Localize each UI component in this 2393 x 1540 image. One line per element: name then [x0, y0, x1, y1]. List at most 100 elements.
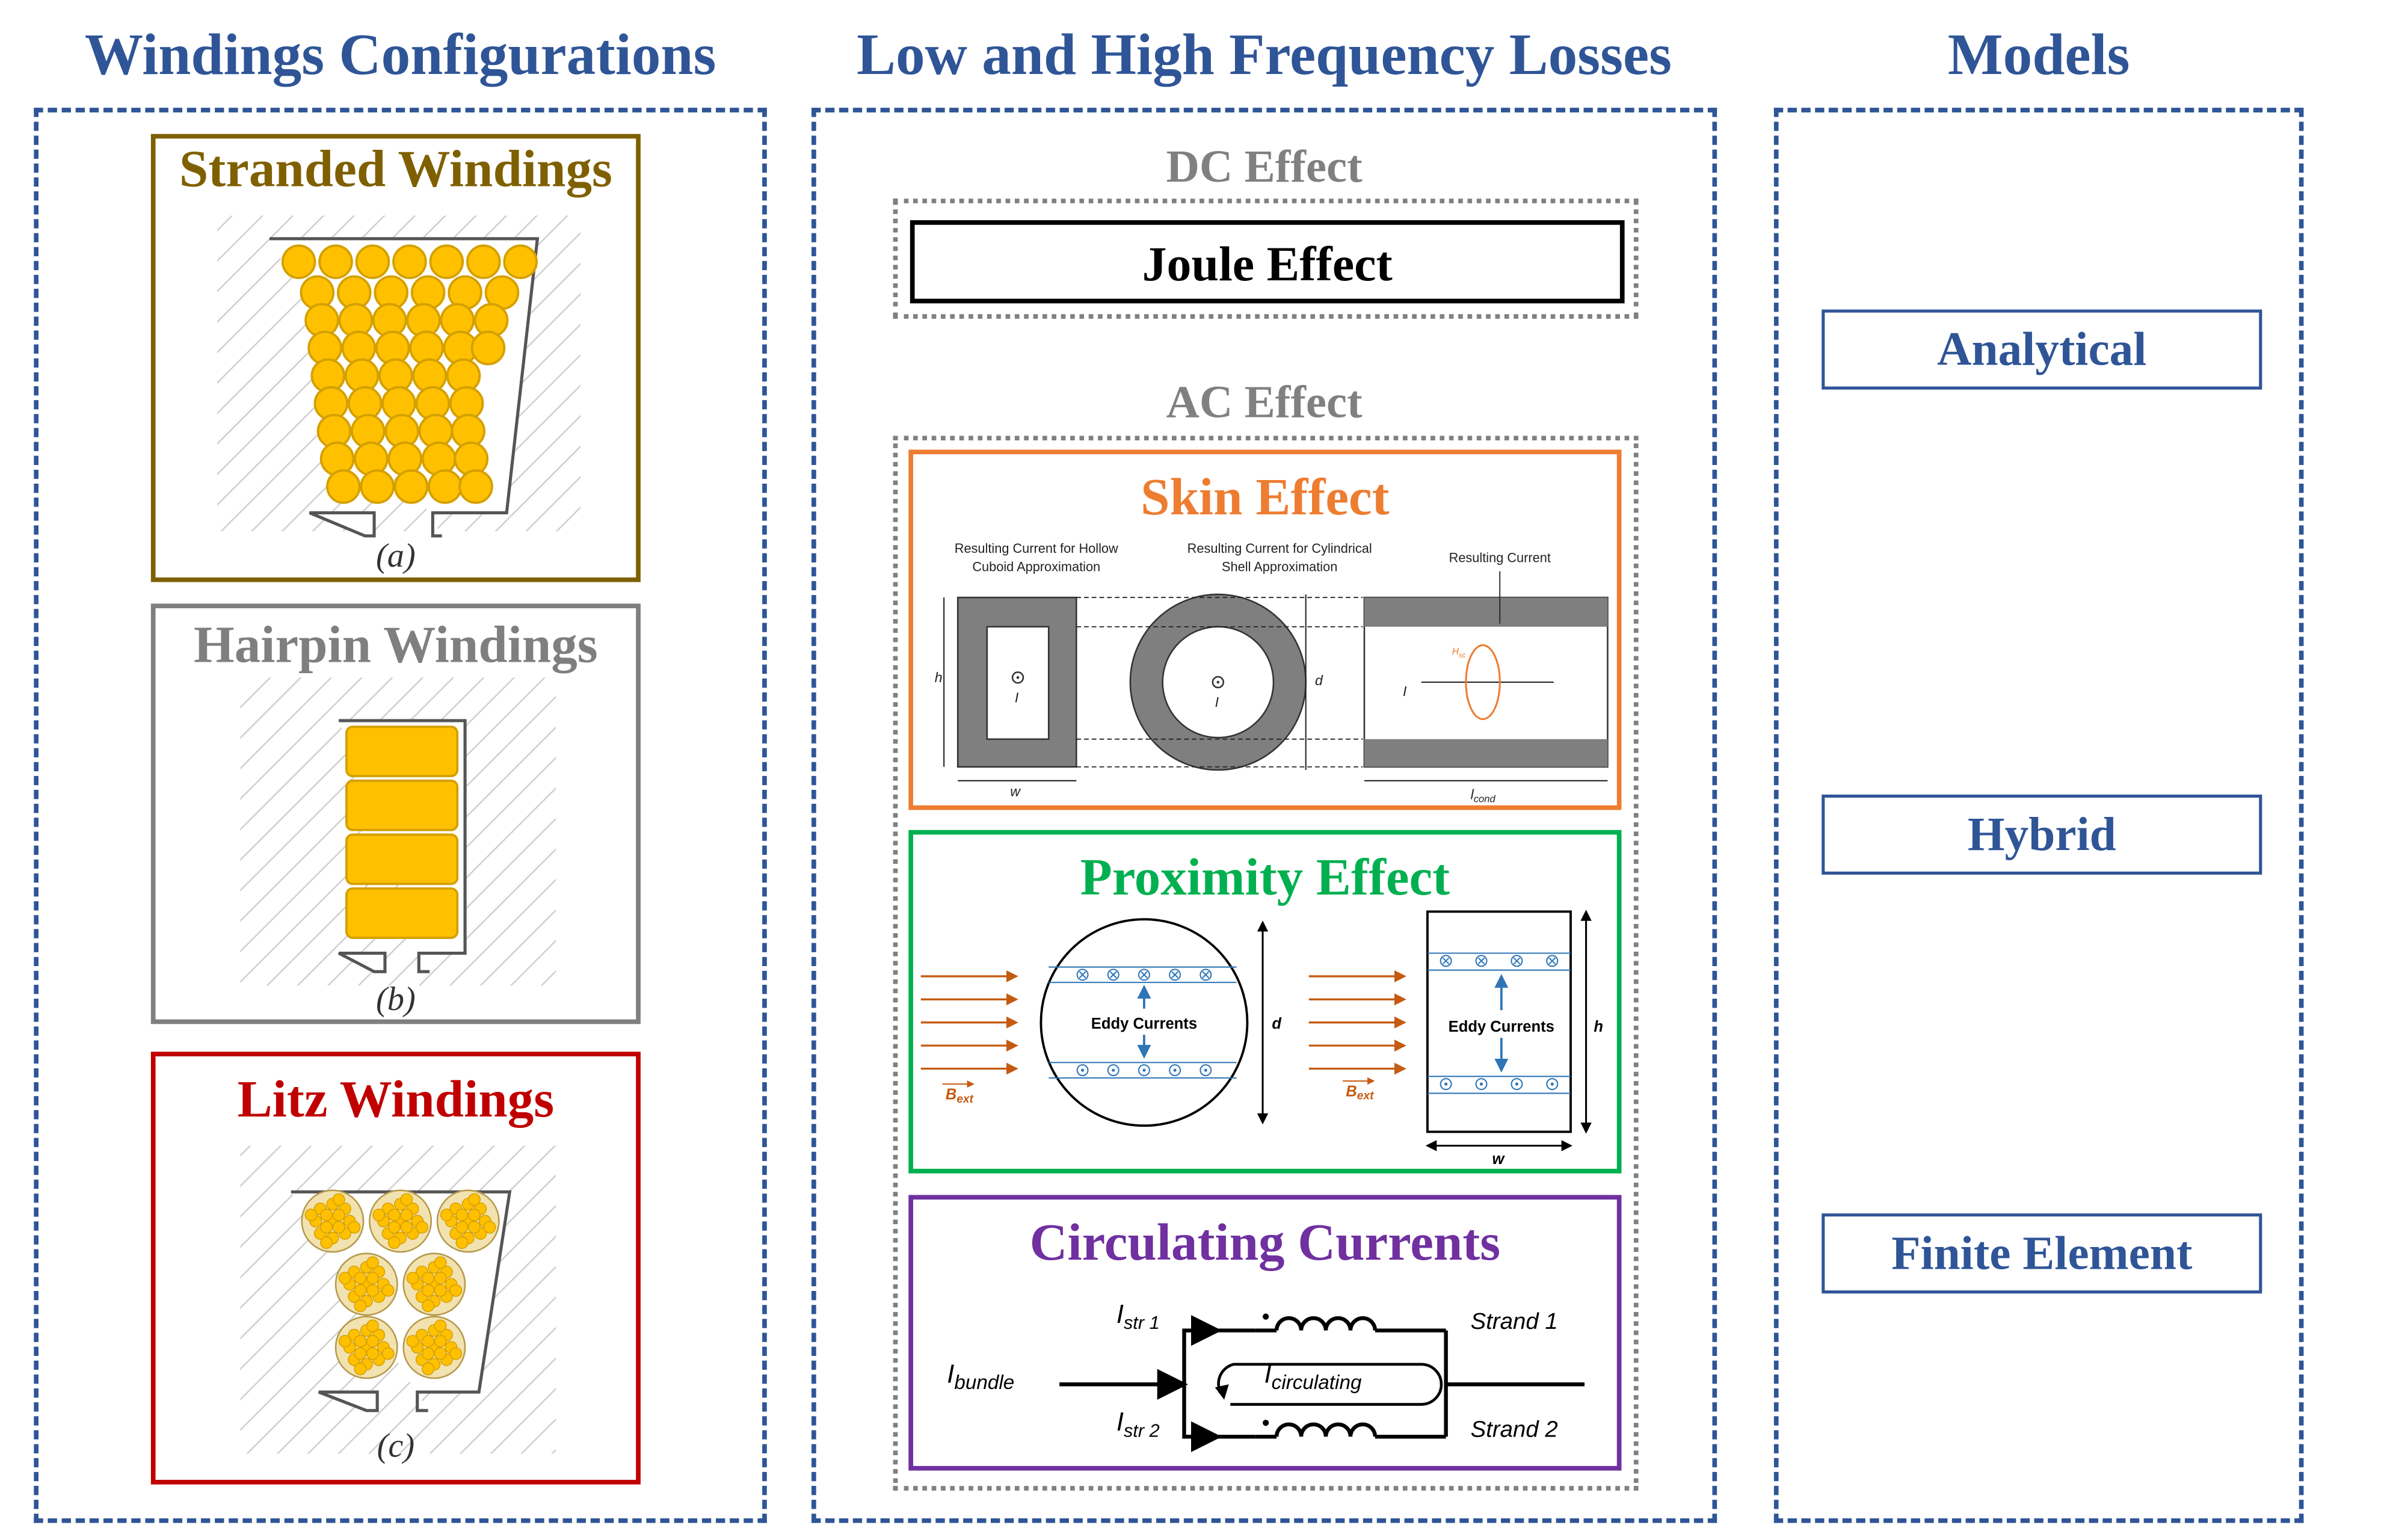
rectangular-conductor: [1426, 910, 1572, 1133]
stranded-caption: (a): [376, 535, 416, 574]
hollow-label-1: Resulting Current for Hollow: [955, 541, 1118, 556]
circulating-currents-diagram: Istr 1 Istr 2 Ibundle Icirculating Stran…: [947, 1300, 1585, 1452]
side-current-I: I: [1403, 683, 1407, 699]
prox-h-label: h: [1594, 1018, 1603, 1035]
litz-caption: (c): [377, 1426, 415, 1465]
windings-column-title: Windings Configurations: [84, 23, 716, 88]
litz-strand: [434, 1256, 447, 1269]
resulting-current-label: Resulting Current: [1449, 550, 1551, 565]
litz-strand: [434, 1319, 447, 1332]
shell-current-I: I: [1215, 694, 1219, 710]
strand-1-label: Strand 1: [1471, 1308, 1558, 1334]
losses-column-title: Low and High Frequency Losses: [857, 23, 1672, 88]
litz-strand: [387, 1236, 401, 1249]
strand-conductor: [503, 244, 538, 279]
strand-conductor: [470, 330, 506, 366]
svg-text:Icirculating: Icirculating: [1264, 1360, 1362, 1394]
svg-text:lcond: lcond: [1471, 787, 1496, 805]
litz-strand: [372, 1209, 386, 1222]
litz-strand: [366, 1335, 379, 1348]
stranded-slot-diagram: [217, 215, 581, 538]
strand-2-label: Strand 2: [1471, 1416, 1558, 1442]
litz-strand: [387, 1221, 401, 1234]
strand-conductor: [393, 469, 429, 504]
litz-strand: [400, 1209, 413, 1222]
skin-w-label: w: [1010, 783, 1021, 799]
eddy-currents-left: Eddy Currents: [1091, 1015, 1197, 1032]
skin-d-label: d: [1315, 673, 1323, 688]
hollow-label-2: Cuboid Approximation: [972, 559, 1100, 574]
hairpin-slot-diagram: [240, 677, 556, 986]
litz-strand: [455, 1209, 469, 1222]
prox-d-label: d: [1272, 1015, 1282, 1032]
litz-strand: [354, 1284, 367, 1297]
strand-conductor: [355, 244, 390, 279]
litz-strand: [366, 1284, 379, 1297]
prox-w-label: w: [1492, 1151, 1505, 1168]
skin-h-label: h: [935, 670, 943, 685]
strand-conductor: [392, 244, 427, 279]
hollow-current-I: I: [1015, 689, 1019, 705]
litz-strand: [338, 1272, 351, 1285]
litz-strand: [449, 1347, 463, 1360]
circulating-currents-panel: Circulating Currents Istr 1 Istr 2 Ibund…: [908, 1195, 1622, 1471]
litz-strand: [422, 1272, 435, 1285]
svg-text:Istr 1: Istr 1: [1116, 1300, 1160, 1333]
strand-conductor: [281, 244, 316, 279]
litz-strand: [366, 1272, 379, 1285]
litz-strand: [467, 1209, 481, 1222]
litz-strand: [338, 1335, 351, 1348]
shell-label-2: Shell Approximation: [1222, 559, 1337, 574]
proximity-effect-diagram: Bext Eddy Currents d Bext Eddy Currents: [920, 910, 1603, 1168]
litz-strand: [320, 1209, 333, 1222]
proximity-effect-title: Proximity Effect: [1080, 850, 1450, 907]
litz-strand: [422, 1299, 435, 1313]
litz-strand: [483, 1221, 496, 1234]
litz-strand: [354, 1299, 367, 1313]
litz-windings-panel: Litz Windings (c): [150, 1052, 641, 1485]
svg-text:Bext: Bext: [946, 1086, 975, 1106]
litz-strand: [434, 1272, 447, 1285]
litz-strand: [422, 1347, 435, 1360]
svg-text:Bext: Bext: [1346, 1083, 1375, 1103]
finite-element-model-box: Finite Element: [1822, 1213, 2262, 1294]
models-column-title: Models: [1947, 23, 2130, 88]
dc-effect-label: DC Effect: [1166, 141, 1363, 192]
hairpin-windings-panel: Hairpin Windings (b): [150, 603, 641, 1024]
shell-label-1: Resulting Current for Cylindrical: [1187, 541, 1372, 556]
hairpin-conductors: [345, 725, 459, 939]
strand-conductor: [429, 244, 464, 279]
analytical-model-box: Analytical: [1822, 309, 2262, 390]
skin-effect-panel: Skin Effect Resulting Current for Hollow…: [908, 449, 1622, 810]
svg-text:Hsc: Hsc: [1452, 647, 1466, 659]
litz-strand: [434, 1347, 447, 1360]
stranded-windings-panel: Stranded Windings (a): [150, 134, 641, 582]
litz-strand: [366, 1256, 379, 1269]
joule-effect-box: Joule Effect: [910, 220, 1625, 304]
litz-strand: [332, 1193, 345, 1206]
litz-strand: [354, 1272, 367, 1285]
hairpin-windings-title: Hairpin Windings: [194, 617, 598, 675]
litz-strand: [381, 1347, 395, 1360]
litz-strand: [455, 1236, 469, 1249]
skin-effect-title: Skin Effect: [1141, 469, 1390, 527]
litz-strand: [332, 1221, 345, 1234]
circulating-currents-title: Circulating Currents: [1029, 1215, 1501, 1272]
litz-windings-title: Litz Windings: [237, 1071, 555, 1129]
hairpin-caption: (b): [376, 979, 416, 1018]
strand-conductor: [360, 469, 395, 504]
litz-strand: [406, 1335, 419, 1348]
litz-strand: [354, 1347, 367, 1360]
litz-strand: [415, 1221, 428, 1234]
litz-strand: [320, 1221, 333, 1234]
litz-strand: [422, 1335, 435, 1348]
litz-strand: [467, 1193, 481, 1206]
eddy-currents-right: Eddy Currents: [1449, 1018, 1554, 1035]
litz-strand: [304, 1209, 318, 1222]
litz-strand: [449, 1284, 463, 1297]
litz-strand: [434, 1335, 447, 1348]
strand-conductor: [318, 244, 353, 279]
svg-text:Ibundle: Ibundle: [947, 1360, 1014, 1394]
litz-strand: [422, 1284, 435, 1297]
strand-conductor: [466, 244, 501, 279]
